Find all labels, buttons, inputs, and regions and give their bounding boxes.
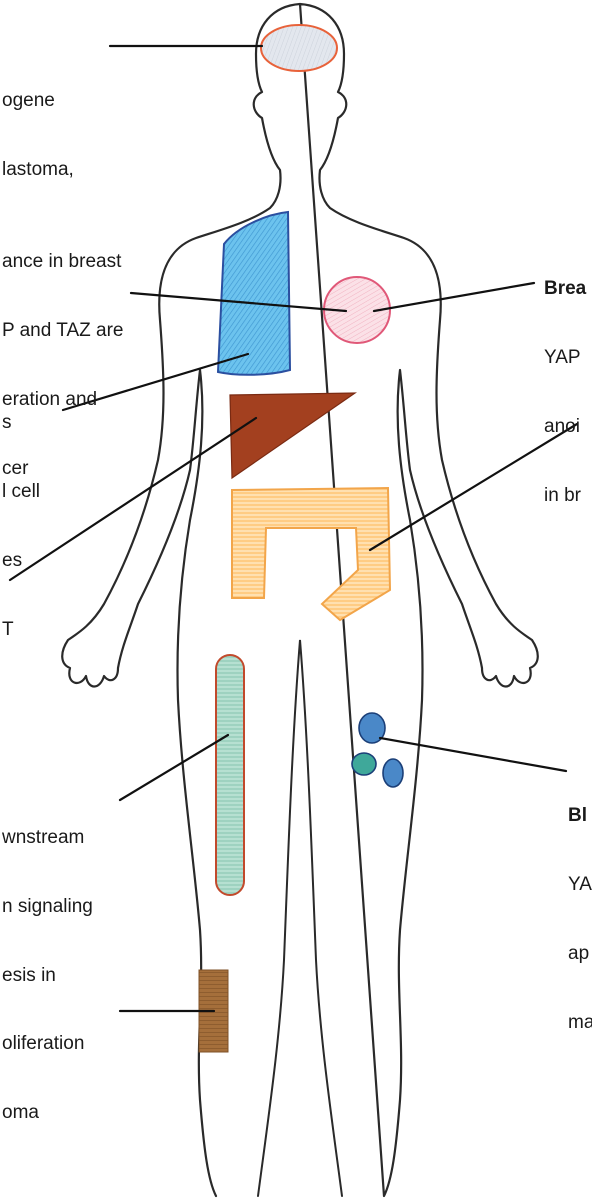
blood-label-line: ma [568,1011,592,1034]
leg-label-line: esis in [2,964,93,987]
lung-label-line: P and TAZ are [2,319,123,342]
intestine-shape [232,488,390,620]
lung-shape [218,212,290,375]
breast-label-line: YAP [544,346,586,369]
bone-label-line: oma [2,1101,84,1124]
leg-label: wnstream n signaling esis in [2,780,93,1010]
lung-label-line: ance in breast [2,250,123,273]
leg-label-line: n signaling [2,895,93,918]
bone-label-line: oliferation [2,1032,84,1055]
leader-blood [380,738,566,771]
lung2-label-line: l cell [2,480,40,503]
lung2-label-line: s [2,411,40,434]
leader-femur [120,735,228,800]
blood-cells [352,713,403,787]
brain-label-line: ogene [2,89,74,112]
blood-label-title: Bl [568,804,592,827]
breast-label: Brea YAP anoi in br [544,231,586,530]
blood-cell-icon [352,753,376,775]
brain-shape [261,25,337,71]
lung2-label: s l cell es T [2,365,40,664]
femur-shape [216,655,244,895]
breast-label-title: Brea [544,277,586,300]
brain-label-line: lastoma, [2,158,74,181]
lung2-label-line: T [2,618,40,641]
bone-label: oliferation oma [2,986,84,1147]
breast-label-line: anoi [544,415,586,438]
blood-label: Bl YA ap ma [568,758,592,1057]
liver-shape [230,393,355,478]
breast-label-line: in br [544,484,586,507]
leg-label-line: wnstream [2,826,93,849]
brain-label: ogene lastoma, [2,43,74,204]
inner-leg-outline [258,640,342,1196]
blood-cell-icon [383,759,403,787]
body-outline [62,4,538,1196]
leader-breast [374,283,534,311]
blood-label-line: YA [568,873,592,896]
blood-label-line: ap [568,942,592,965]
lung2-label-line: es [2,549,40,572]
